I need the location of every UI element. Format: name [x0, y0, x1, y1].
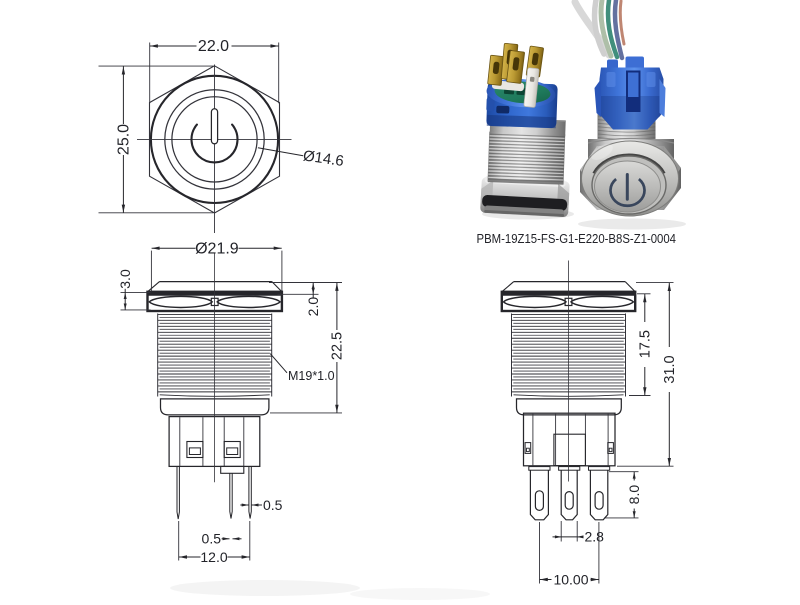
- svg-text:Ø21.9: Ø21.9: [195, 240, 239, 257]
- svg-text:M19*1.0: M19*1.0: [288, 369, 335, 383]
- svg-text:2.8: 2.8: [585, 529, 605, 545]
- svg-text:17.5: 17.5: [638, 330, 654, 358]
- svg-text:10.00: 10.00: [553, 571, 588, 587]
- svg-text:22.0: 22.0: [198, 38, 229, 55]
- svg-text:0.5: 0.5: [202, 530, 222, 546]
- svg-text:8.0: 8.0: [626, 485, 642, 505]
- svg-text:3.0: 3.0: [117, 269, 133, 289]
- svg-text:12.0: 12.0: [200, 549, 227, 565]
- svg-text:25.0: 25.0: [116, 124, 133, 155]
- svg-text:2.0: 2.0: [305, 297, 321, 317]
- svg-text:PBM-19Z15-FS-G1-E220-B8S-Z1-00: PBM-19Z15-FS-G1-E220-B8S-Z1-0004: [477, 231, 677, 246]
- svg-text:22.5: 22.5: [330, 332, 346, 360]
- svg-text:Ø14.6: Ø14.6: [302, 147, 345, 170]
- svg-text:31.0: 31.0: [662, 355, 678, 383]
- svg-text:0.5: 0.5: [263, 497, 283, 513]
